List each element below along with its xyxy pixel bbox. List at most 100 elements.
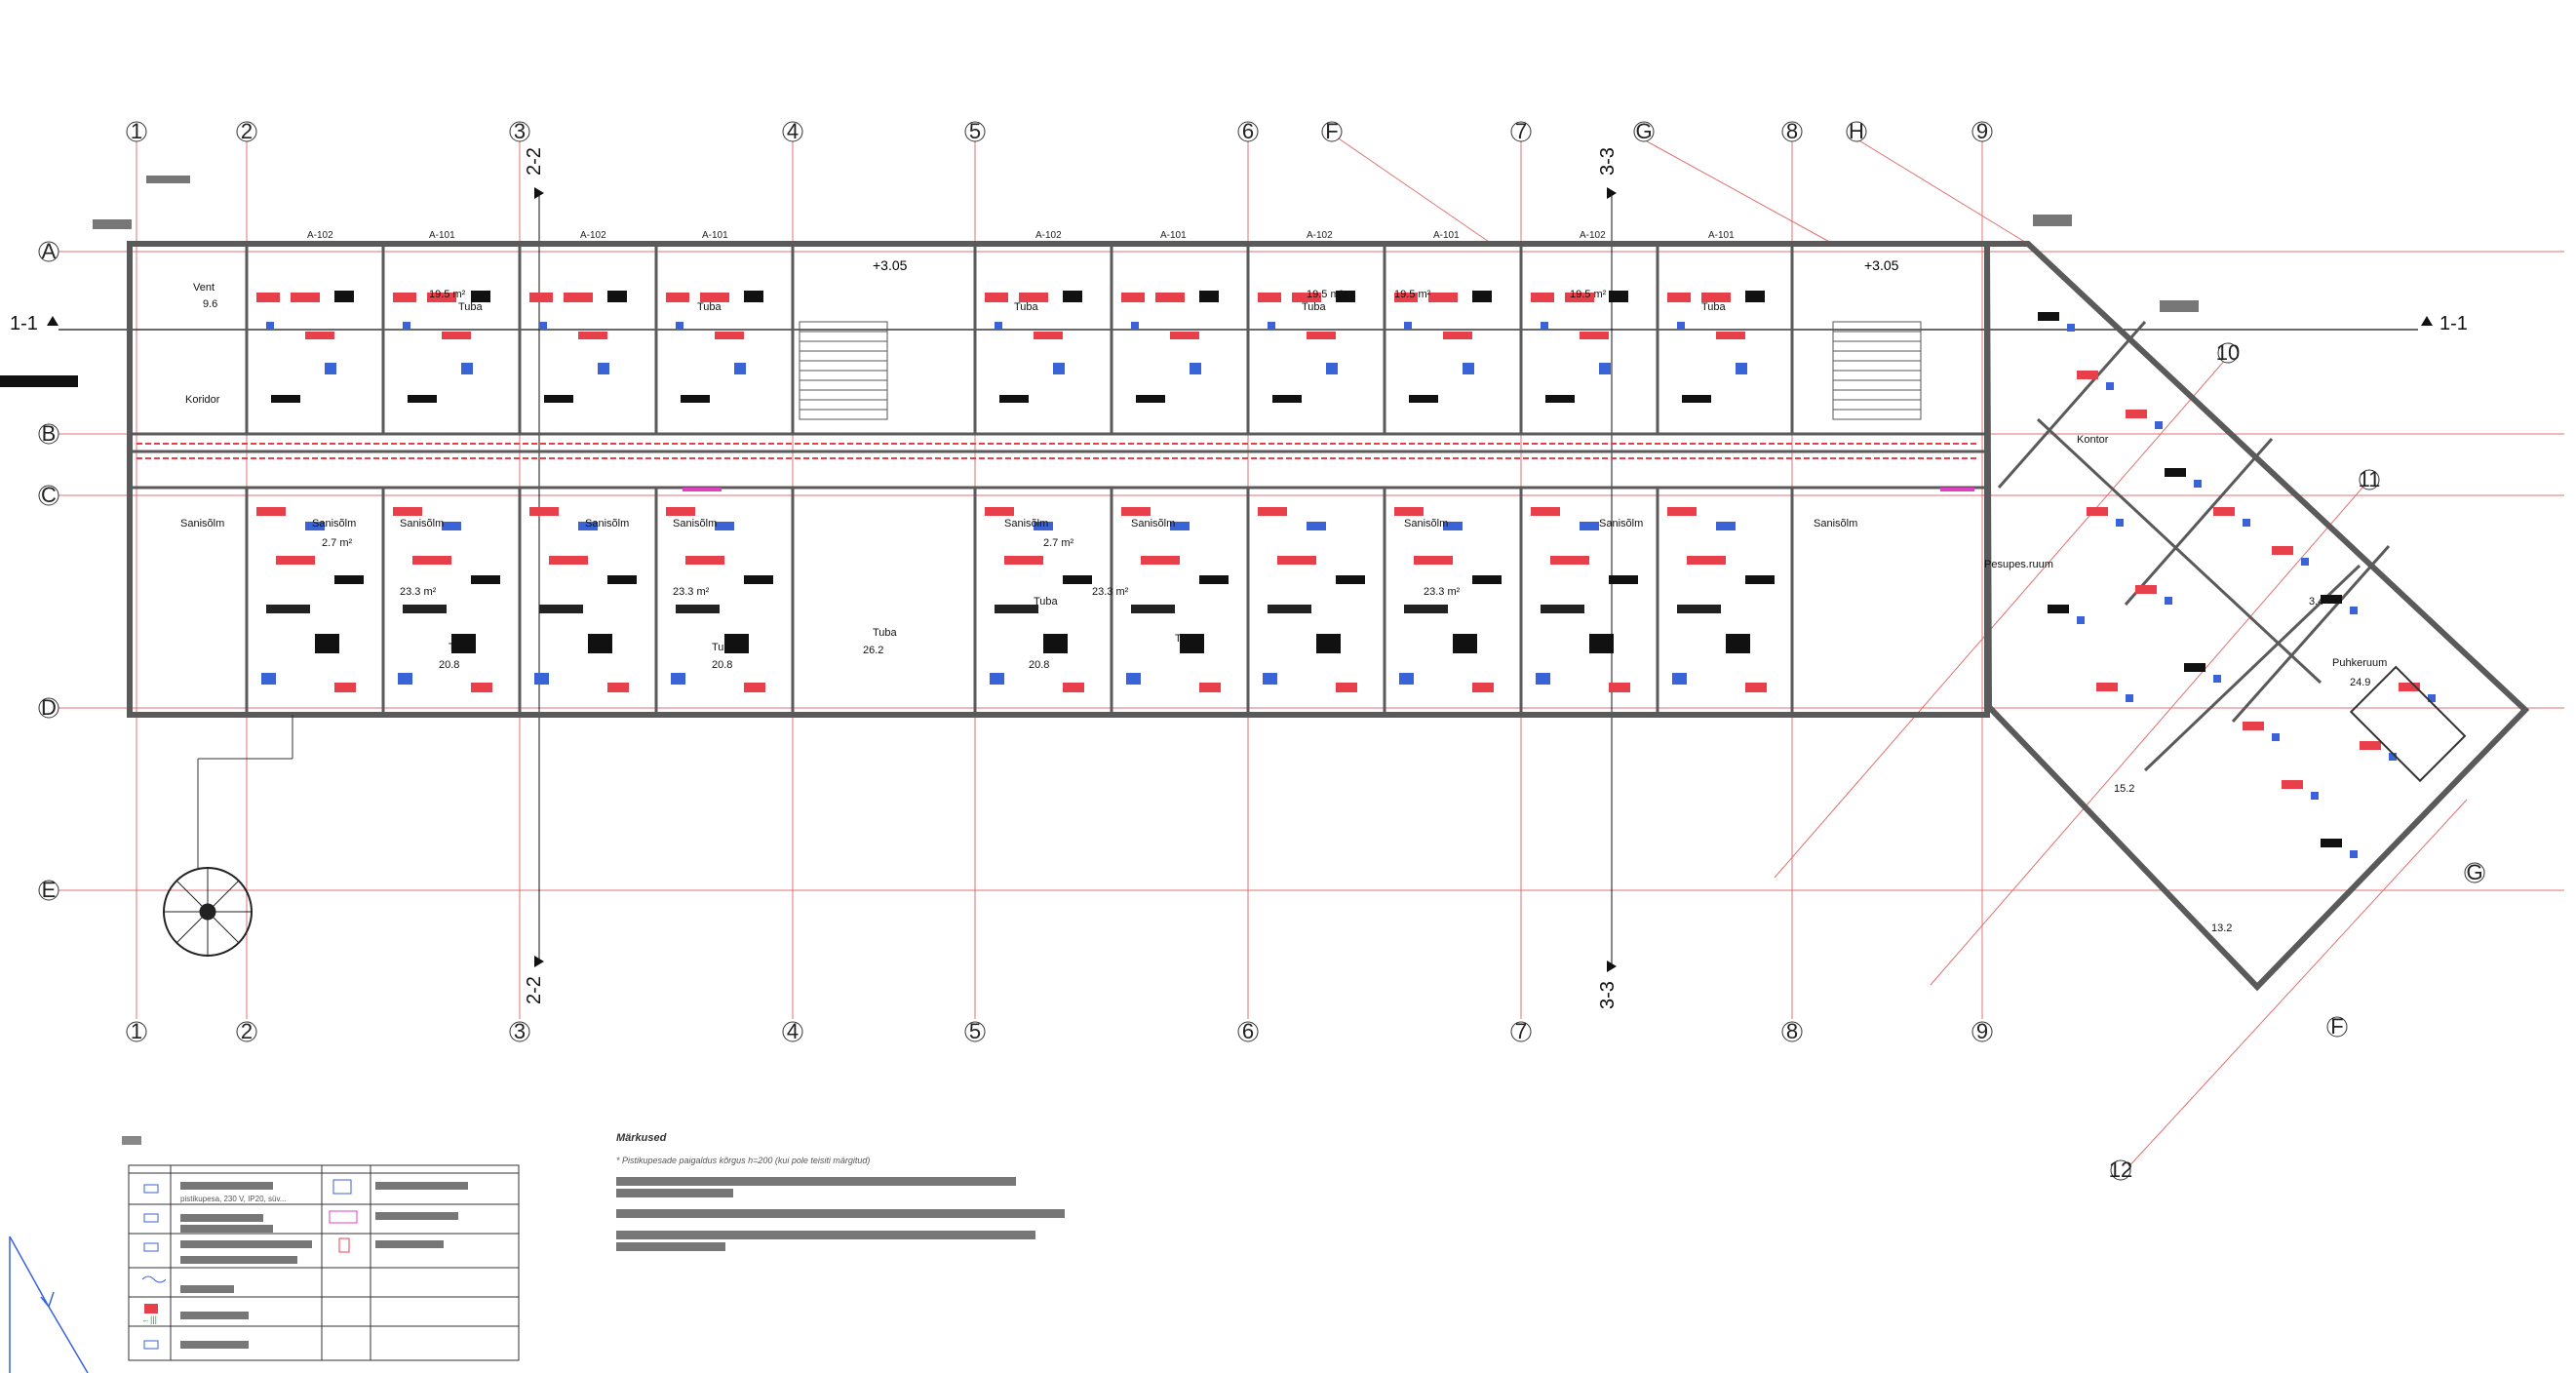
device-red xyxy=(1063,683,1084,692)
device-blue xyxy=(2243,519,2250,527)
device-red xyxy=(1394,507,1424,516)
room-area: 23.3 m² xyxy=(1092,586,1129,598)
device-red xyxy=(1258,293,1281,302)
door-tag: A-102 xyxy=(1035,230,1062,241)
redaction-block xyxy=(1336,575,1365,584)
device-red xyxy=(2360,741,2381,750)
grid-label: 8 xyxy=(1786,1019,1798,1043)
redaction-block xyxy=(1409,395,1438,403)
grid-label: 7 xyxy=(1515,119,1527,143)
device-red xyxy=(2077,371,2098,379)
grid-label: C xyxy=(41,483,57,507)
grid-label: 5 xyxy=(969,119,981,143)
redaction-block xyxy=(1545,395,1575,403)
bath-block xyxy=(990,351,1029,380)
spiral-stair xyxy=(163,715,293,957)
legend-table: pistikupesa, 230 V, IP20, süv... ←||| xyxy=(122,1136,520,1361)
grid-label: F xyxy=(1325,119,1338,143)
grid-label: 1 xyxy=(131,1019,142,1043)
redaction-block xyxy=(1316,634,1341,653)
device-red xyxy=(607,683,629,692)
section-3-3-top-label: 3-3 xyxy=(1597,147,1619,176)
device-blue xyxy=(995,322,1002,330)
device-red xyxy=(1428,293,1458,302)
device-blue xyxy=(2067,324,2075,332)
room-name: Tuba xyxy=(458,301,484,313)
room-name: Tuba xyxy=(697,301,722,313)
device-blue xyxy=(398,673,412,685)
device-red xyxy=(393,507,422,516)
device-red xyxy=(578,332,607,339)
device-blue xyxy=(715,522,734,530)
device-blue xyxy=(442,522,461,530)
device-blue xyxy=(1404,322,1412,330)
device-red xyxy=(256,293,280,302)
grid-bubble-4-top: 4 xyxy=(782,119,803,143)
grid-bubble-3-top: 3 xyxy=(509,119,530,143)
device-blue xyxy=(325,363,336,374)
device-blue xyxy=(2116,519,2124,527)
device-blue xyxy=(1034,522,1053,530)
device-red xyxy=(666,507,695,516)
device-blue xyxy=(1536,673,1550,685)
redaction-block xyxy=(607,575,637,584)
grid-label: D xyxy=(41,695,57,720)
room-name: Tuba xyxy=(1701,301,1727,313)
device-blue xyxy=(2155,421,2163,429)
room-name: Sanisõlm xyxy=(585,518,629,530)
device-red xyxy=(427,293,456,302)
legend-icon-red xyxy=(144,1304,158,1314)
device-blue xyxy=(2350,607,2358,614)
room-area: 2.7 m² xyxy=(322,537,353,549)
device-blue xyxy=(1126,673,1141,685)
device-red xyxy=(2135,585,2157,594)
redaction-block xyxy=(408,395,437,403)
device-blue xyxy=(598,363,609,374)
door-tag: A-102 xyxy=(1580,230,1606,241)
device-blue xyxy=(1190,363,1201,374)
room-name: Tuba xyxy=(449,642,474,653)
redaction-block xyxy=(1272,395,1302,403)
device-blue xyxy=(1736,363,1747,374)
device-blue xyxy=(734,363,746,374)
redaction-block xyxy=(146,176,190,183)
grid-bubble-1-top: 1 xyxy=(126,119,147,143)
redaction-block xyxy=(271,395,300,403)
device-red xyxy=(256,507,286,516)
room-name: Sanisõlm xyxy=(1814,518,1857,530)
room-area: 19.5 m² xyxy=(429,289,466,300)
device-red xyxy=(1716,332,1745,339)
device-red xyxy=(715,332,744,339)
redaction-block xyxy=(1677,605,1721,613)
redaction-block xyxy=(1453,634,1477,653)
grid-label: 7 xyxy=(1515,1019,1527,1043)
device-blue xyxy=(1580,522,1599,530)
bath-block xyxy=(1126,351,1165,380)
room-name: Sanisõlm xyxy=(180,518,224,530)
grid-label: 10 xyxy=(2216,340,2240,365)
device-red xyxy=(549,556,588,565)
device-red xyxy=(1019,293,1048,302)
redaction-block xyxy=(1336,291,1355,302)
redaction-block xyxy=(1063,291,1082,302)
room-name: Vent xyxy=(193,282,215,294)
door-tag: A-102 xyxy=(307,230,333,241)
room-area: 26.2 xyxy=(863,645,883,656)
room-area: 9.6 xyxy=(203,298,217,310)
device-red xyxy=(2087,507,2108,516)
device-red xyxy=(1472,683,1494,692)
device-blue xyxy=(676,322,683,330)
redaction-block xyxy=(2165,468,2186,477)
room-area: 19.5 m² xyxy=(1307,289,1344,300)
grid-label: 4 xyxy=(787,119,799,143)
device-red xyxy=(1292,293,1321,302)
room-name: Sanisõlm xyxy=(1599,518,1643,530)
redaction-block xyxy=(315,634,339,653)
room-name: Tuba xyxy=(873,627,898,639)
grid-bubbles-bottom: 1 2 3 4 5 6 7 8 9 xyxy=(126,1019,1993,1043)
grid-bubble-8-top: 8 xyxy=(1781,119,1803,143)
device-red xyxy=(1034,332,1063,339)
pool-outline xyxy=(2349,665,2467,783)
device-blue xyxy=(2165,597,2172,605)
grid-bubble-H-top: H xyxy=(1846,119,1867,143)
